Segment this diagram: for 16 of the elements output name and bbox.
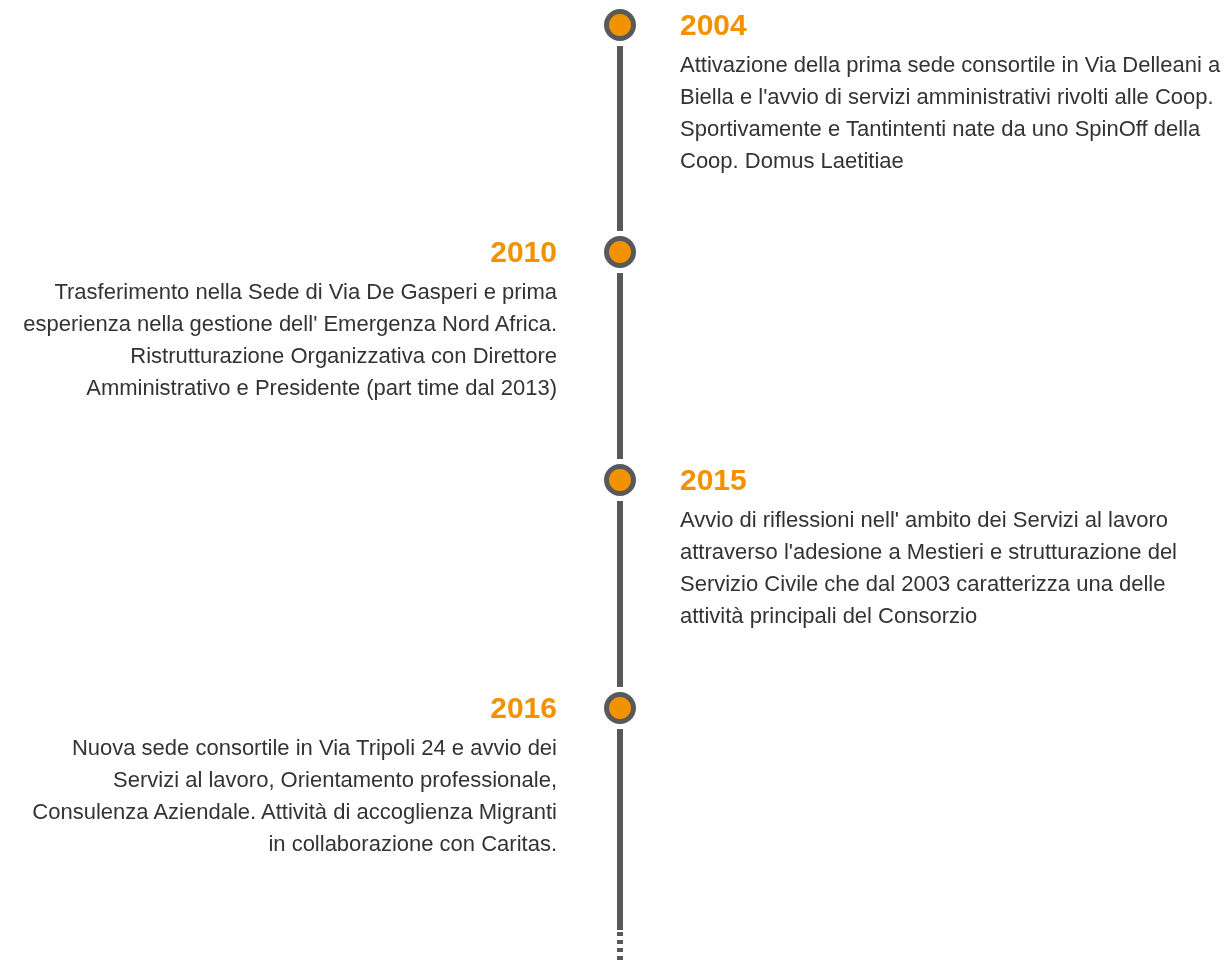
timeline-marker bbox=[604, 9, 636, 41]
year-heading: 2004 bbox=[680, 7, 748, 43]
description-text: Avvio di riflessioni nell' ambito dei Servizi al lavoro attraverso l'adesione a Mestieri e strutturazione del Servizio Civile che dal 2003 caratterizza una delle attività principali del Consorzio bbox=[680, 506, 1178, 630]
timeline-marker bbox=[604, 464, 636, 496]
timeline-line bbox=[617, 46, 623, 231]
timeline-marker bbox=[604, 236, 636, 268]
timeline-line bbox=[617, 273, 623, 459]
timeline-marker bbox=[604, 692, 636, 724]
description-text: Trasferimento nella Sede di Via De Gasperi e prima esperienza nella gestione dell' Emergenza Nord Africa. Ristrutturazione Organizzativa con Direttore Amministrativo e Presidente (part time dal 2013) bbox=[22, 278, 557, 402]
timeline-line bbox=[617, 501, 623, 687]
description-text: Attivazione della prima sede consortile in Via Delleani a Biella e l'avvio di servizi amministrativi rivolti alle Coop. Sportivamente e Tantintenti nate da uno SpinOff della Coop. Domus Laetitiae bbox=[680, 51, 1222, 175]
year-heading: 2010 bbox=[489, 234, 557, 270]
timeline-line bbox=[617, 729, 623, 930]
year-heading: 2016 bbox=[489, 690, 557, 726]
year-heading: 2015 bbox=[680, 462, 748, 498]
description-text: Nuova sede consortile in Via Tripoli 24 e avvio dei Servizi al lavoro, Orientamento professionale, Consulenza Aziendale. Attività di accoglienza Migranti in collaborazione con Caritas. bbox=[31, 734, 557, 858]
